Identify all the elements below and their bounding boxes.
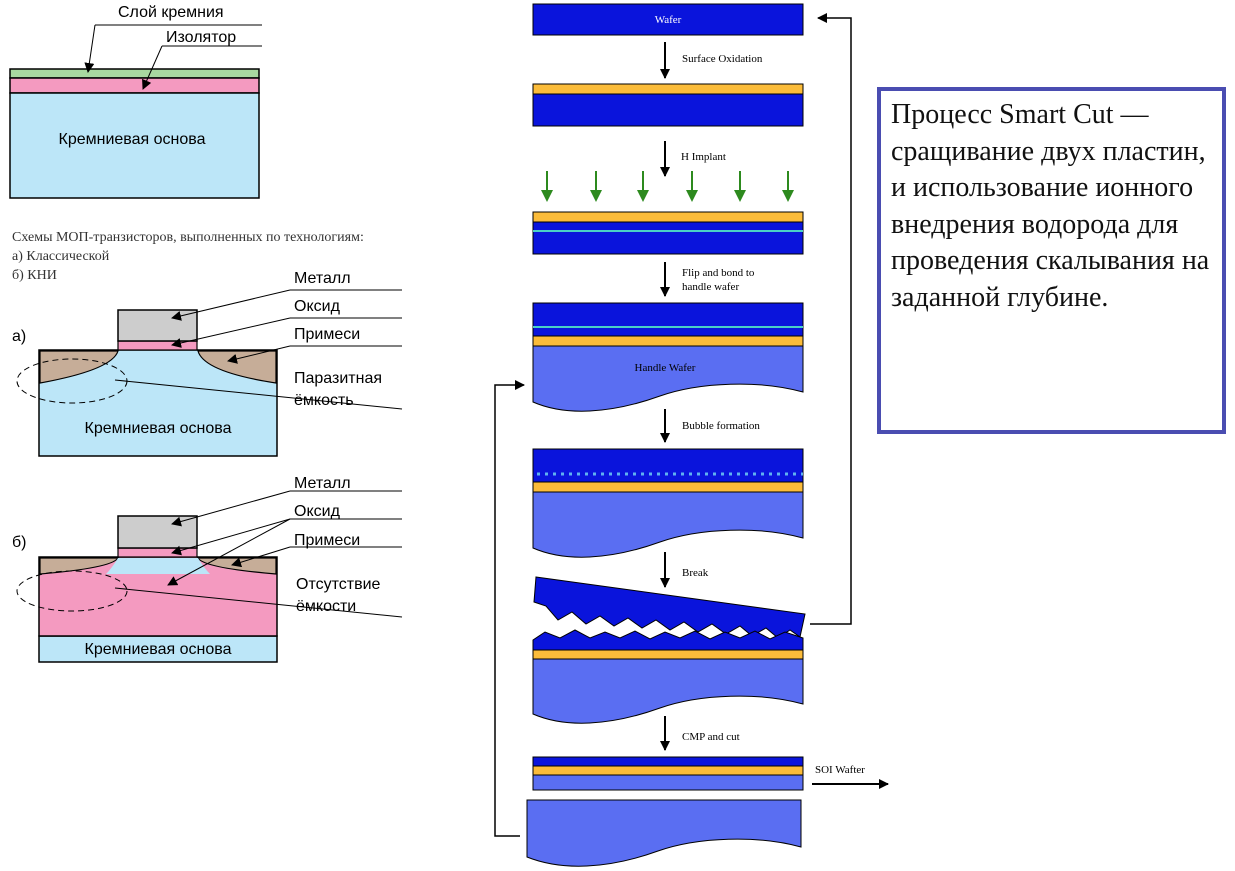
mos-soi-oxide-label: Оксид (294, 503, 341, 520)
handle-wafer-label: Handle Wafer (635, 362, 696, 374)
step-flip-label-2: handle wafer (682, 281, 739, 293)
mos-classic-dopants-label: Примеси (294, 326, 360, 343)
substrate-block (9, 92, 260, 199)
mos-classic-parasitic-label-1: Паразитная (294, 370, 382, 387)
mos-classic-oxide-label: Оксид (294, 298, 341, 315)
soi-oxide (532, 765, 804, 776)
recycle-arrow (494, 380, 525, 837)
mos-soi-metal-label: Металл (294, 475, 351, 492)
mos-soi-channel (106, 558, 210, 574)
mos-classic-drain (197, 350, 277, 384)
substrate-label: Кремниевая основа (59, 131, 206, 148)
oxide-layer-4 (532, 335, 804, 347)
step-bubble-label: Bubble formation (682, 420, 760, 432)
implant-arrows (541, 171, 794, 202)
mos-soi-substrate (38, 635, 278, 663)
recycled-wafer (526, 799, 802, 867)
mos-classic-letter: а) (12, 328, 26, 345)
silicon-layer-label: Слой кремния (118, 4, 224, 21)
insulator-layer (9, 77, 260, 94)
step-flip-label-1: Flip and bond to (682, 267, 755, 279)
handle-wafer-4 (532, 345, 804, 412)
mos-soi-absence-label-1: Отсутствие (296, 576, 381, 593)
wafer-label: Wafer (655, 14, 682, 26)
step-oxidation-label: Surface Oxidation (682, 53, 763, 65)
step-implant-label: H Implant (681, 151, 726, 163)
implanted-wafer (532, 221, 804, 255)
mos-soi-metal (117, 515, 198, 549)
insulator-label: Изолятор (166, 29, 236, 46)
mos-soi-dopants-label: Примеси (294, 532, 360, 549)
initial-wafer (532, 3, 804, 36)
silicon-layer (9, 68, 260, 79)
caption-line-2: а) Классической (12, 249, 110, 264)
remaining-si-layer (532, 629, 804, 651)
oxide-layer-6 (532, 649, 804, 660)
handle-wafer-5 (532, 491, 804, 558)
caption: Схемы МОП-транзисторов, выполненных по т… (12, 230, 364, 283)
detached-wafer (533, 576, 806, 639)
oxide-layer-5 (532, 481, 804, 493)
oxidized-wafer (532, 93, 804, 127)
step-cmp-label: CMP and cut (682, 731, 740, 743)
description-callout: Процесс Smart Cut — сращивание двух плас… (877, 87, 1226, 434)
bubble-top-wafer (532, 448, 804, 483)
mos-classic-source (39, 350, 119, 384)
mos-soi-absence-ellipse (16, 570, 128, 612)
smart-cut-process: Wafer Surface Oxidation H Implant Flip a… (494, 3, 889, 867)
mos-soi-absence-label-2: ёмкости (296, 598, 356, 615)
description-text: Процесс Smart Cut — сращивание двух плас… (891, 99, 1210, 313)
reuse-arrow (810, 13, 852, 625)
mos-soi: б) Кремниевая основа Металл Оксид Примес… (12, 475, 403, 663)
caption-line-1: Схемы МОП-транзисторов, выполненных по т… (12, 230, 364, 245)
oxide-layer-2 (532, 83, 804, 95)
soi-handle (532, 774, 804, 791)
mos-soi-letter: б) (12, 534, 27, 551)
mos-classic-parasitic-label-2: ёмкость (294, 392, 354, 409)
mos-soi-substrate-label: Кремниевая основа (85, 641, 232, 658)
mos-soi-source (39, 557, 120, 575)
handle-wafer-6 (532, 658, 804, 724)
step-break-label: Break (682, 567, 709, 579)
mos-classic-substrate-label: Кремниевая основа (85, 420, 232, 437)
oxide-layer-3 (532, 211, 804, 223)
bonded-top-wafer (532, 302, 804, 337)
mos-classic: а) Кремниевая основа Металл Оксид Примес… (12, 270, 403, 457)
mos-classic-metal-label: Металл (294, 270, 351, 287)
soi-top-si (532, 756, 804, 767)
caption-line-3: б) КНИ (12, 268, 57, 283)
soi-structure: Кремниевая основа Слой кремния Изолятор (9, 4, 262, 199)
soi-wafer-label: SOI Wafter (815, 764, 865, 776)
